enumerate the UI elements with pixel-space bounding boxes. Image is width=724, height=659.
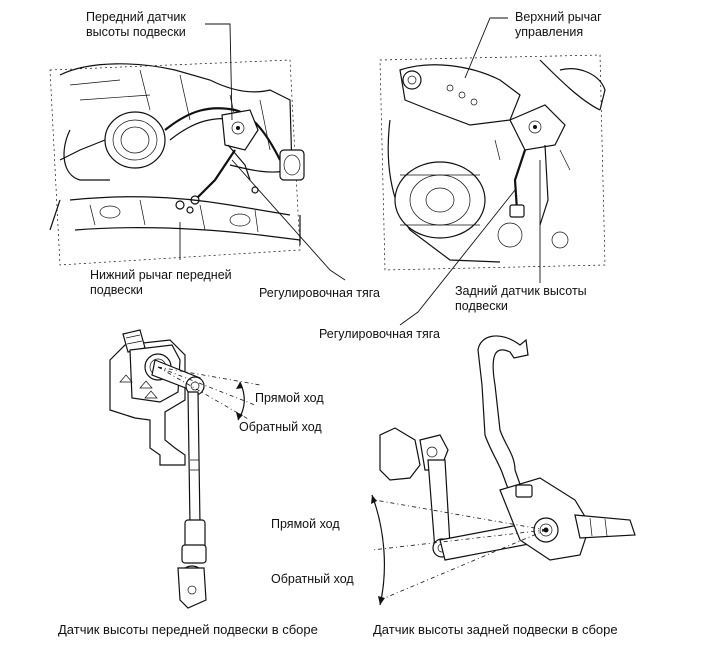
rear-suspension-illustration — [379, 54, 606, 271]
label-rear-height-sensor-line2: подвески — [455, 299, 508, 313]
label-front-height-sensor-line1: Передний датчик — [86, 10, 186, 24]
label-upper-control-arm-line1: Верхний рычаг — [515, 10, 602, 24]
label-front-lower-arm: Нижний рычаг передней подвески — [90, 268, 232, 298]
leader-front-sensor — [205, 23, 233, 121]
caption-rear-sensor-assembly: Датчик высоты задней подвески в сборе — [373, 622, 618, 637]
leader-upper-arm — [464, 17, 508, 79]
label-front-lower-arm-line1: Нижний рычаг передней — [90, 268, 232, 282]
rear-sensor-assembly — [371, 335, 636, 606]
leader-adj-rod-rear — [399, 189, 516, 326]
label-upper-control-arm: Верхний рычаг управления — [515, 10, 602, 40]
label-front-forward-stroke: Прямой ход — [255, 391, 324, 405]
label-upper-control-arm-line2: управления — [515, 25, 584, 39]
label-rear-height-sensor-line1: Задний датчик высоты — [455, 284, 587, 298]
label-front-height-sensor-line2: высоты подвески — [86, 25, 186, 39]
label-adjusting-rod-rear: Регулировочная тяга — [319, 327, 440, 341]
label-rear-height-sensor: Задний датчик высоты подвески — [455, 284, 587, 314]
front-sensor-assembly — [109, 329, 261, 609]
label-front-lower-arm-line2: подвески — [90, 283, 143, 297]
caption-front-sensor-assembly: Датчик высоты передней подвески в сборе — [58, 622, 318, 637]
label-rear-reverse-stroke: Обратный ход — [271, 572, 354, 586]
label-rear-forward-stroke: Прямой ход — [271, 517, 340, 531]
label-front-reverse-stroke: Обратный ход — [239, 420, 322, 434]
leader-adj-rod-front — [231, 159, 346, 281]
label-adjusting-rod-front: Регулировочная тяга — [259, 286, 380, 300]
front-suspension-illustration — [49, 59, 305, 266]
label-front-height-sensor: Передний датчик высоты подвески — [86, 10, 186, 40]
